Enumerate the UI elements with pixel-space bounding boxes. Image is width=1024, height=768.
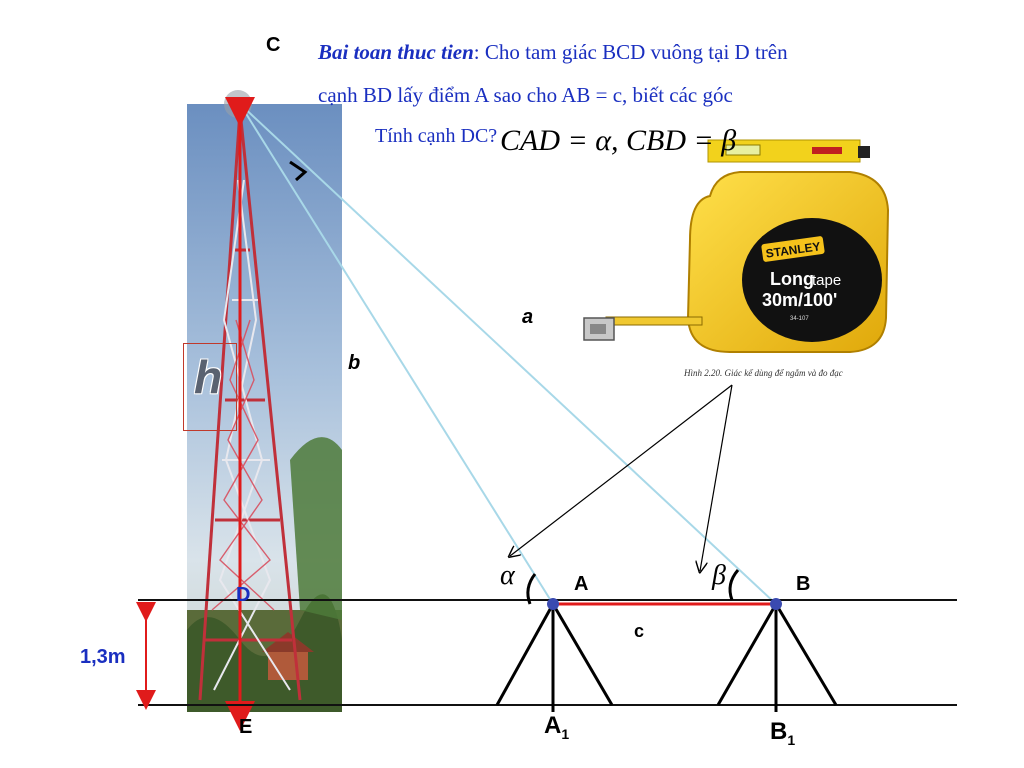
- label-a1: A1: [544, 712, 569, 742]
- label-b1-sub: 1: [787, 731, 796, 748]
- label-alpha: α: [500, 560, 515, 591]
- tripod-b: [716, 603, 838, 712]
- label-h: h: [194, 351, 223, 403]
- problem-text-line2: cạnh BD lấy điểm A sao cho AB = c, biết …: [318, 83, 733, 107]
- label-beta: β: [712, 560, 726, 591]
- label-b1-main: B: [770, 718, 788, 745]
- problem-title: Bai toan thuc tien: Cho tam giác BCD vuô…: [318, 40, 788, 65]
- angle-alpha-arc: [526, 573, 537, 605]
- tape-measure-image: [583, 171, 890, 353]
- pointer-arrow-b: [700, 384, 733, 571]
- sight-line-b: [239, 103, 777, 605]
- angle-beta-arc: [728, 569, 740, 601]
- tape-code: 34-107: [790, 316, 809, 322]
- problem-text-line3: Tính cạnh DC?: [375, 125, 498, 147]
- label-e: E: [239, 716, 253, 738]
- tape-model-b: tape: [812, 272, 841, 289]
- label-a: A: [574, 573, 589, 595]
- label-side-c: c: [634, 621, 645, 641]
- tape-model-a: Long: [770, 269, 814, 289]
- label-b: B: [796, 573, 811, 595]
- label-a1-sub: 1: [561, 725, 570, 742]
- tape-size: 30m/100': [762, 290, 837, 310]
- spirit-level-image: [707, 139, 870, 163]
- label-b1: B1: [770, 718, 795, 748]
- label-d: D: [236, 584, 251, 606]
- label-side-a: a: [522, 306, 534, 328]
- pointer-arrow-a: [510, 384, 733, 556]
- label-instrument-height: 1,3m: [80, 646, 126, 668]
- problem-text-line1: : Cho tam giác BCD vuông tại D trên: [473, 40, 788, 64]
- label-c: C: [266, 34, 281, 56]
- problem-title-bold: Bai toan thuc tien: [318, 40, 474, 64]
- h-label-box: [183, 343, 237, 431]
- figure-caption: Hình 2.20. Giác kế dùng để ngắm và đo đạ…: [684, 368, 843, 378]
- point-c-marker: [224, 90, 252, 118]
- point-a-node: [547, 598, 559, 610]
- angle-c-mark: [289, 160, 308, 182]
- angle-formula: CAD = α, CBD = β: [500, 124, 737, 157]
- label-a1-main: A: [544, 712, 562, 739]
- label-side-b: b: [348, 352, 361, 374]
- sight-lines: [239, 103, 777, 605]
- tripod-a: [495, 603, 614, 712]
- sight-line-a: [239, 103, 554, 605]
- point-b-node: [770, 598, 782, 610]
